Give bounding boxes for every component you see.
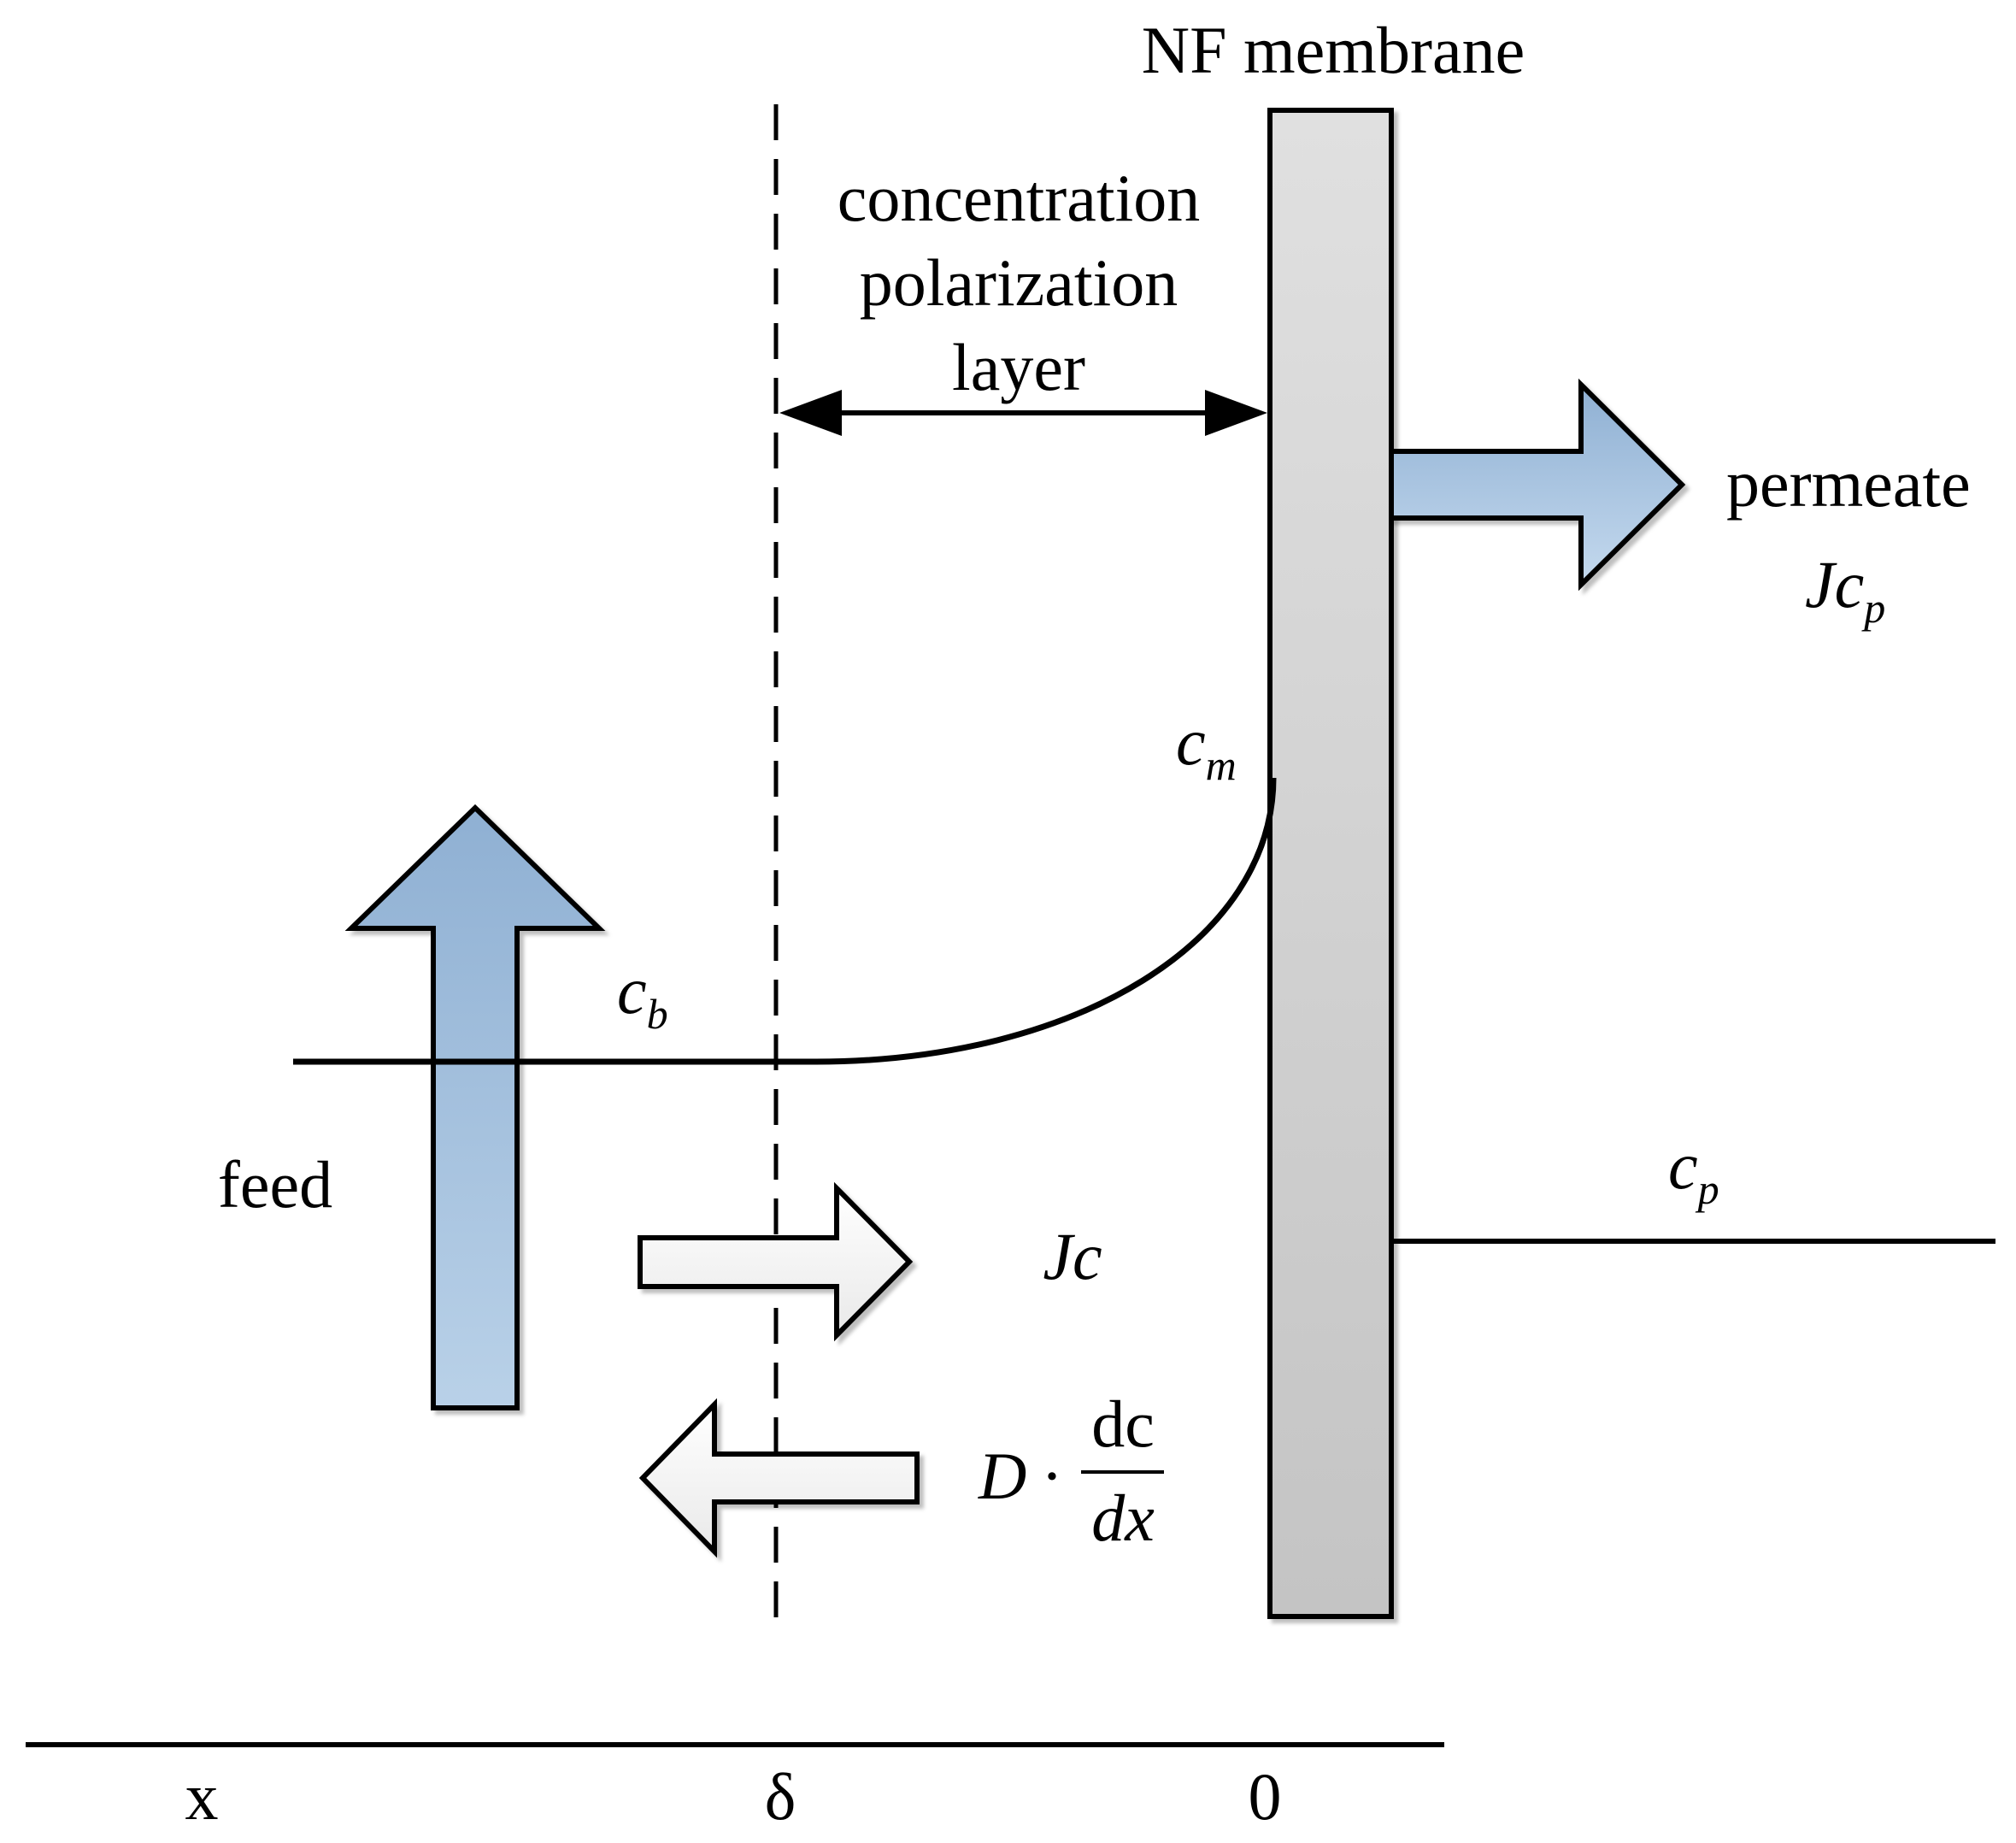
cb-main: c bbox=[617, 953, 647, 1027]
convective-flux-label: Jc bbox=[1043, 1219, 1102, 1293]
permeate-arrow bbox=[1389, 378, 1686, 592]
diffusive-flux-numerator: dc bbox=[1091, 1387, 1155, 1461]
permeate-label: permeate bbox=[1726, 446, 1971, 521]
cp-layer-right-arrowhead bbox=[1205, 390, 1267, 436]
bulk-concentration-label: cb bbox=[617, 953, 668, 1038]
convective-flux-arrow bbox=[638, 1181, 914, 1342]
cb-sub: b bbox=[647, 990, 668, 1038]
cp-sub: p bbox=[1696, 1165, 1719, 1213]
cp-layer-label-line2: polarization bbox=[860, 245, 1178, 320]
membrane-concentration-label: cm bbox=[1176, 704, 1237, 789]
axis-label-x: x bbox=[185, 1759, 219, 1834]
permeate-flux-main: Jc bbox=[1805, 547, 1864, 621]
concentration-profile-curve bbox=[293, 777, 1277, 1065]
axis-label-delta: δ bbox=[765, 1759, 796, 1834]
feed-arrow bbox=[344, 804, 606, 1410]
cp-layer-label-line3: layer bbox=[952, 330, 1085, 404]
diffusive-flux-denominator: dx bbox=[1091, 1481, 1155, 1555]
cp-main: c bbox=[1668, 1128, 1698, 1203]
feed-label: feed bbox=[218, 1147, 332, 1222]
cm-sub: m bbox=[1206, 741, 1237, 789]
cm-main: c bbox=[1176, 704, 1206, 779]
diffusive-flux-arrow bbox=[638, 1398, 920, 1558]
permeate-flux-sub: p bbox=[1861, 584, 1885, 632]
permeate-flux-label: Jcp bbox=[1805, 547, 1885, 632]
cp-layer-label-line1: concentration bbox=[838, 161, 1200, 235]
nf-membrane bbox=[1267, 108, 1394, 1619]
diffusive-flux-coef: D bbox=[978, 1439, 1026, 1513]
permeate-concentration-label: cp bbox=[1668, 1128, 1719, 1213]
axis-label-zero: 0 bbox=[1249, 1759, 1282, 1834]
cp-layer-left-arrowhead bbox=[779, 390, 842, 436]
diffusive-flux-dot: · bbox=[1041, 1439, 1063, 1513]
membrane-label: NF membrane bbox=[1142, 13, 1525, 87]
